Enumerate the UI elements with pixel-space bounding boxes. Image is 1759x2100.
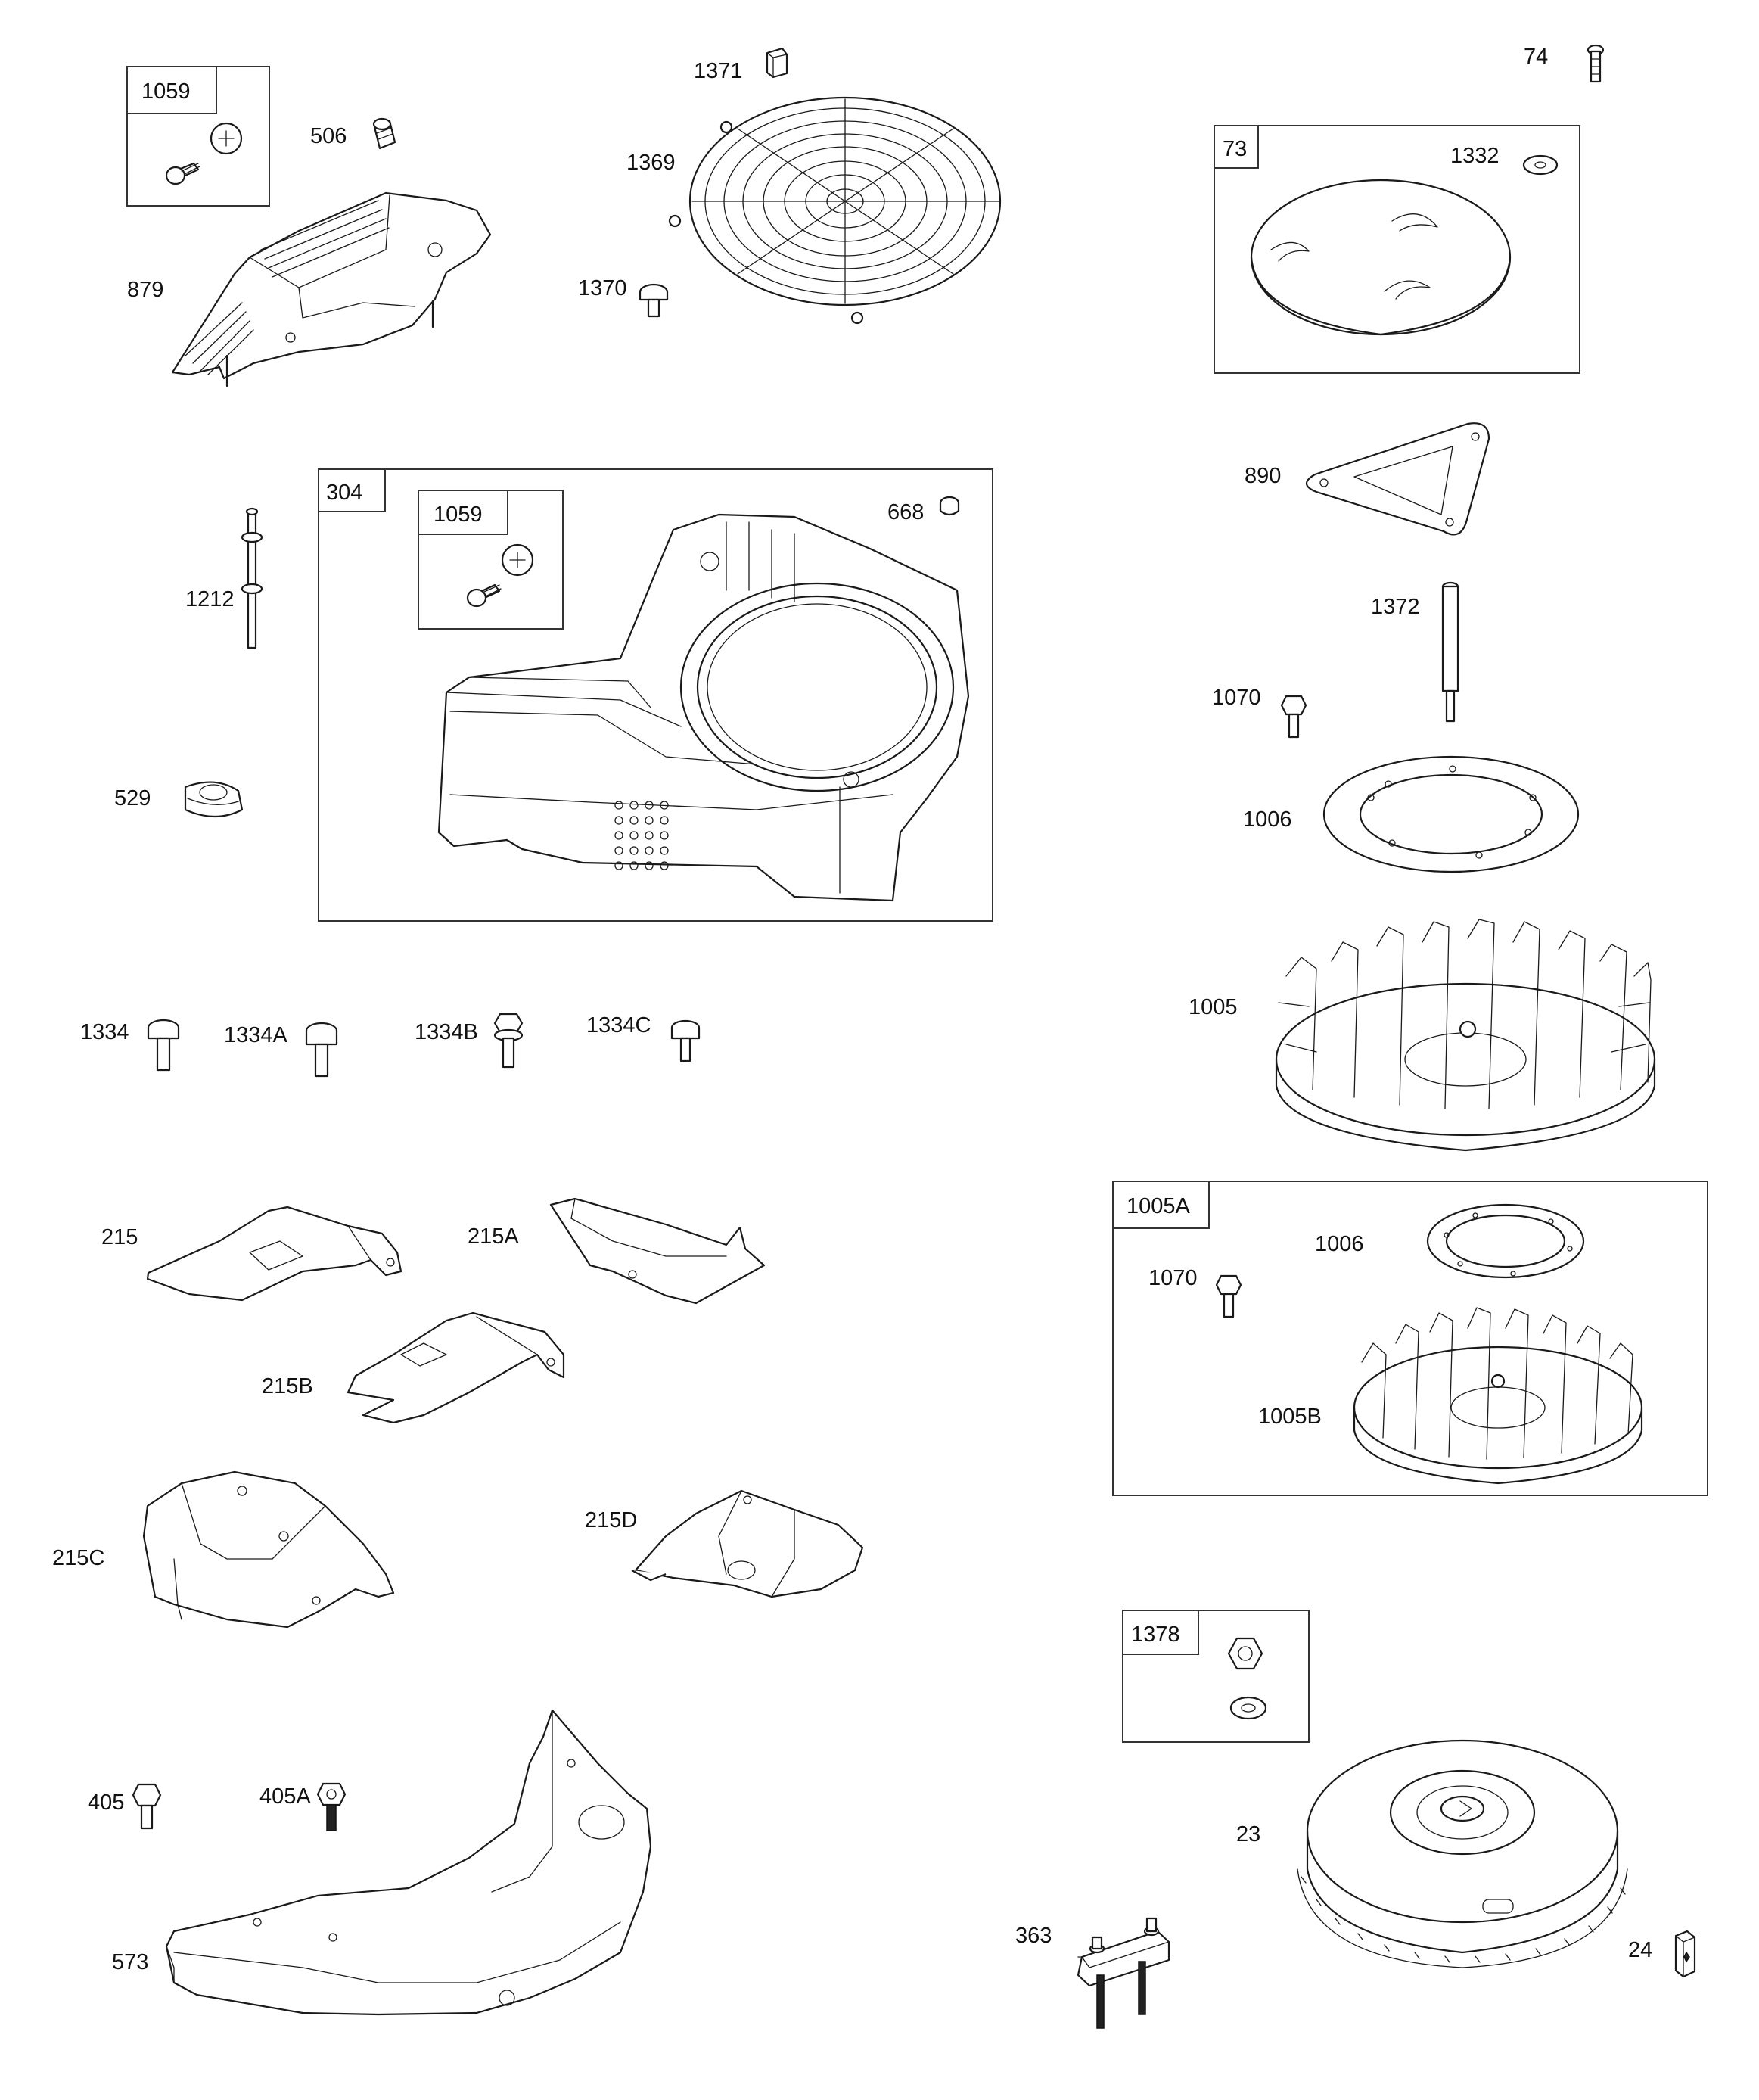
label-74: 74 <box>1524 45 1548 69</box>
stud-1212-icon <box>241 507 263 649</box>
label-1005: 1005 <box>1189 995 1238 1019</box>
ring-1006-lower-icon <box>1426 1203 1585 1279</box>
washer-1332-icon <box>1522 154 1559 176</box>
screw-1059-inner-icon <box>466 543 534 608</box>
label-215B: 215B <box>262 1374 313 1398</box>
key-24-icon <box>1674 1930 1696 1978</box>
baffle-215B-icon <box>347 1311 565 1424</box>
label-573: 573 <box>112 1950 148 1974</box>
label-506: 506 <box>310 124 347 148</box>
grommet-529-icon <box>184 781 244 817</box>
label-1005A: 1005A <box>1127 1194 1191 1218</box>
label-668: 668 <box>887 500 924 524</box>
bolt-405A-icon <box>316 1782 347 1831</box>
baffle-215-icon <box>146 1206 402 1302</box>
screen-1369-icon <box>668 96 1002 325</box>
flywheel-1005-icon <box>1275 919 1656 1152</box>
label-24: 24 <box>1628 1938 1652 1962</box>
bolt-1370-icon <box>639 283 669 318</box>
bolt-1334B-icon <box>493 1013 524 1069</box>
label-1334: 1334 <box>80 1020 129 1044</box>
bolt-1334A-icon <box>305 1022 338 1078</box>
label-1059-top: 1059 <box>141 79 191 104</box>
flywheel-1005B-icon <box>1353 1307 1643 1485</box>
label-1070b: 1070 <box>1148 1266 1198 1290</box>
label-1334B: 1334B <box>415 1020 478 1044</box>
label-304: 304 <box>326 481 362 505</box>
cover-879-icon <box>171 191 492 387</box>
air-guide-573-icon <box>165 1709 652 2016</box>
nut-1371-icon <box>766 47 788 79</box>
label-215: 215 <box>101 1225 138 1249</box>
plug-668-icon <box>939 496 960 516</box>
label-1005B: 1005B <box>1258 1405 1322 1429</box>
bolt-1334-icon <box>147 1019 180 1072</box>
plug-506-icon <box>372 117 396 150</box>
label-1378: 1378 <box>1131 1622 1180 1647</box>
label-215A: 215A <box>468 1224 519 1249</box>
group-box-1059-inner: 1059 <box>418 490 564 630</box>
blower-housing-304-icon <box>437 513 970 902</box>
label-1212: 1212 <box>185 587 235 611</box>
label-879: 879 <box>127 278 163 302</box>
label-1070a: 1070 <box>1212 686 1261 710</box>
bolt-405-icon <box>132 1783 162 1830</box>
label-23: 23 <box>1236 1822 1260 1846</box>
screw-1059-icon <box>165 122 243 185</box>
stud-1372-icon <box>1441 581 1459 723</box>
bolt-1334C-icon <box>670 1019 701 1062</box>
bolt-1070-upper-icon <box>1280 695 1307 739</box>
baffle-215C-icon <box>142 1470 395 1629</box>
flywheel-23-icon <box>1297 1739 1628 1968</box>
baffle-215D-icon <box>631 1489 864 1598</box>
label-1369: 1369 <box>626 151 676 175</box>
group-box-73: 73 <box>1214 125 1580 374</box>
disc-73-icon <box>1250 179 1512 336</box>
armature-363-icon <box>1077 1917 1170 2029</box>
label-363: 363 <box>1015 1924 1052 1948</box>
nut-washer-1378-icon <box>1227 1637 1267 1720</box>
group-box-1059-top: 1059 <box>126 66 270 207</box>
group-box-304: 304 <box>318 468 993 922</box>
label-1372: 1372 <box>1371 595 1420 619</box>
label-1371: 1371 <box>694 59 743 83</box>
bolt-1070-lower-icon <box>1215 1274 1242 1318</box>
label-890: 890 <box>1245 464 1281 488</box>
vent-holes <box>614 801 669 870</box>
label-215D: 215D <box>585 1508 637 1532</box>
label-1059-inner: 1059 <box>434 502 483 527</box>
label-1334A: 1334A <box>224 1023 288 1047</box>
label-215C: 215C <box>52 1546 104 1570</box>
group-box-1005A: 1005A <box>1112 1181 1708 1496</box>
label-405A: 405A <box>259 1784 311 1809</box>
label-405: 405 <box>88 1790 124 1815</box>
baffle-215A-icon <box>549 1197 766 1305</box>
group-box-1378: 1378 <box>1122 1610 1310 1743</box>
label-1006a: 1006 <box>1243 807 1292 832</box>
label-1006b: 1006 <box>1315 1232 1364 1256</box>
label-73: 73 <box>1223 137 1247 161</box>
screw-74-icon <box>1587 44 1605 83</box>
label-1334C: 1334C <box>586 1013 651 1038</box>
label-529: 529 <box>114 786 151 810</box>
bracket-890-icon <box>1305 422 1490 536</box>
label-1370: 1370 <box>578 276 627 300</box>
label-1332: 1332 <box>1450 144 1500 168</box>
ring-1006-upper-icon <box>1322 755 1580 873</box>
